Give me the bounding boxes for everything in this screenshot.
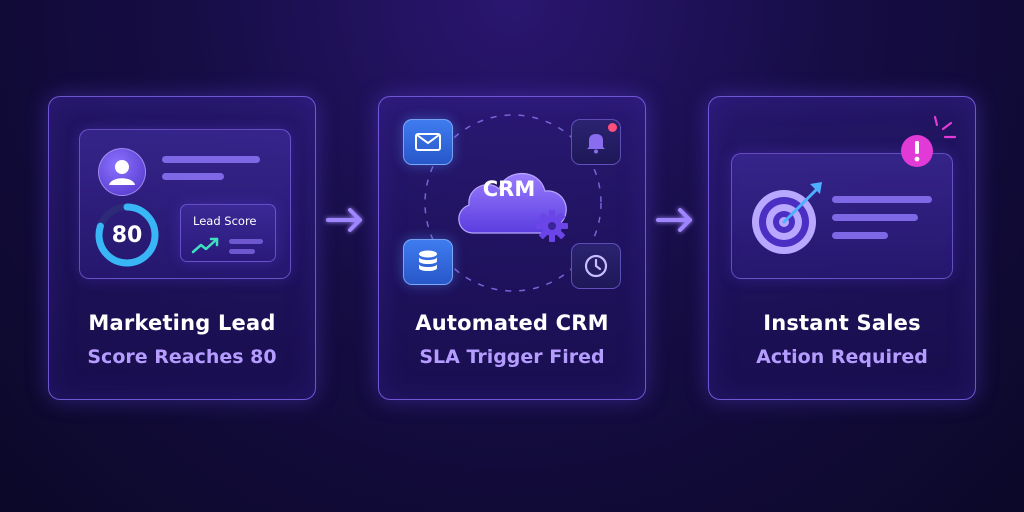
orbit-ring [424,114,602,292]
placeholder-line [832,196,932,203]
step-title: Marketing Lead [88,311,276,335]
lead-score-ring [95,203,159,267]
alert-burst-lines [933,115,957,139]
step-card-instant-sales: Instant Sales Action Required [708,96,976,400]
database-icon [403,239,453,285]
alert-icon [901,135,933,167]
sales-action-panel [731,153,953,279]
step-card-marketing-lead: 80 Lead Score Marketing Lead Score Reach… [48,96,316,400]
target-icon [752,182,822,254]
lead-score-label: Lead Score [193,214,257,228]
step-card-automated-crm: CRM Automated CRM SLA Trigger Fired [378,96,646,400]
mail-icon [403,119,453,165]
step-subtitle: Action Required [756,346,928,368]
placeholder-line [832,232,888,239]
bell-icon [571,119,621,165]
user-avatar-icon [98,148,146,196]
step-title: Instant Sales [763,311,921,335]
lead-profile-panel: 80 Lead Score [79,129,291,279]
step-title: Automated CRM [415,311,609,335]
gear-icon [536,210,568,242]
flow-arrow-icon [656,208,692,232]
placeholder-line [162,156,260,163]
placeholder-line [832,214,918,221]
placeholder-line [229,239,263,244]
flow-arrow-icon [326,208,362,232]
clock-icon [571,243,621,289]
trend-up-icon [191,237,219,254]
step-subtitle: SLA Trigger Fired [419,346,605,368]
placeholder-line [162,173,224,180]
crm-label: CRM [482,177,536,201]
placeholder-line [229,249,255,254]
lead-score-value: 80 [111,222,143,248]
crm-cloud: CRM [449,149,579,249]
lead-score-box: Lead Score [180,204,276,262]
notification-dot [608,123,617,132]
step-subtitle: Score Reaches 80 [87,346,277,368]
